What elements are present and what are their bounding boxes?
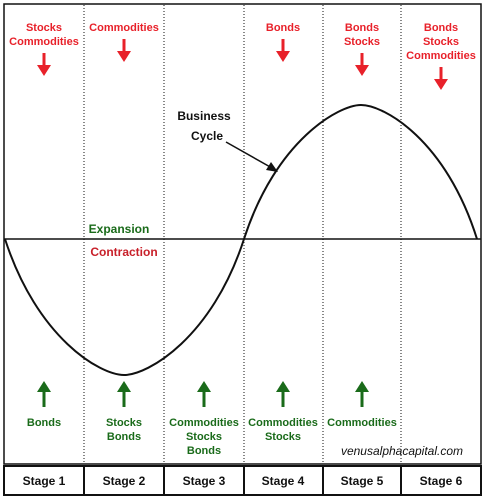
expansion-label: Expansion: [89, 222, 150, 236]
down-arrow-icon: [276, 39, 290, 62]
business-cycle-pointer: [225, 141, 273, 169]
down-arrow-icon: [355, 53, 369, 76]
top-asset-label: Bonds: [345, 22, 379, 34]
bottom-asset-label: Stocks: [186, 431, 222, 443]
down-arrow-icon: [434, 67, 448, 90]
up-arrow-icon: [117, 381, 131, 407]
top-asset-label: Stocks: [423, 36, 459, 48]
stage-label: Stage 3: [183, 474, 226, 488]
bottom-asset-label: Stocks: [106, 417, 142, 429]
pointer-arrowhead-icon: [266, 162, 278, 172]
bottom-asset-label: Bonds: [27, 417, 61, 429]
top-asset-label: Commodities: [89, 22, 159, 34]
stage-label: Stage 1: [23, 474, 66, 488]
up-arrow-icon: [197, 381, 211, 407]
up-arrow-icon: [37, 381, 51, 407]
business-cycle-label-line2: Cycle: [191, 129, 223, 143]
top-asset-label: Bonds: [424, 22, 458, 34]
top-asset-label: Bonds: [266, 22, 300, 34]
stage-label: Stage 6: [420, 474, 463, 488]
stage-dividers: [83, 5, 402, 463]
up-arrow-icon: [355, 381, 369, 407]
stage-label: Stage 2: [103, 474, 146, 488]
stage-footer: [3, 465, 482, 496]
stage-footer-dividers: [83, 466, 402, 495]
top-asset-label: Commodities: [9, 36, 79, 48]
bottom-asset-label: Commodities: [169, 417, 239, 429]
bottom-asset-label: Bonds: [187, 445, 221, 457]
up-arrow-icon: [276, 381, 290, 407]
top-asset-label: Commodities: [406, 50, 476, 62]
bottom-asset-label: Stocks: [265, 431, 301, 443]
bottom-asset-label: Bonds: [107, 431, 141, 443]
diagram-frame: [3, 3, 482, 465]
down-arrow-icon: [37, 53, 51, 76]
bottom-asset-label: Commodities: [248, 417, 318, 429]
stage-label: Stage 5: [341, 474, 384, 488]
contraction-label: Contraction: [90, 245, 157, 259]
asset-layer: StocksCommoditiesBondsCommoditiesStocksB…: [9, 22, 476, 457]
top-asset-label: Stocks: [344, 36, 380, 48]
business-cycle-label-line1: Business: [177, 109, 231, 123]
down-arrow-icon: [117, 39, 131, 62]
watermark: venusalphacapital.com: [341, 444, 463, 458]
business-cycle-curve: [4, 103, 478, 377]
top-asset-label: Stocks: [26, 22, 62, 34]
bottom-asset-label: Commodities: [327, 417, 397, 429]
stage-label: Stage 4: [262, 474, 305, 488]
